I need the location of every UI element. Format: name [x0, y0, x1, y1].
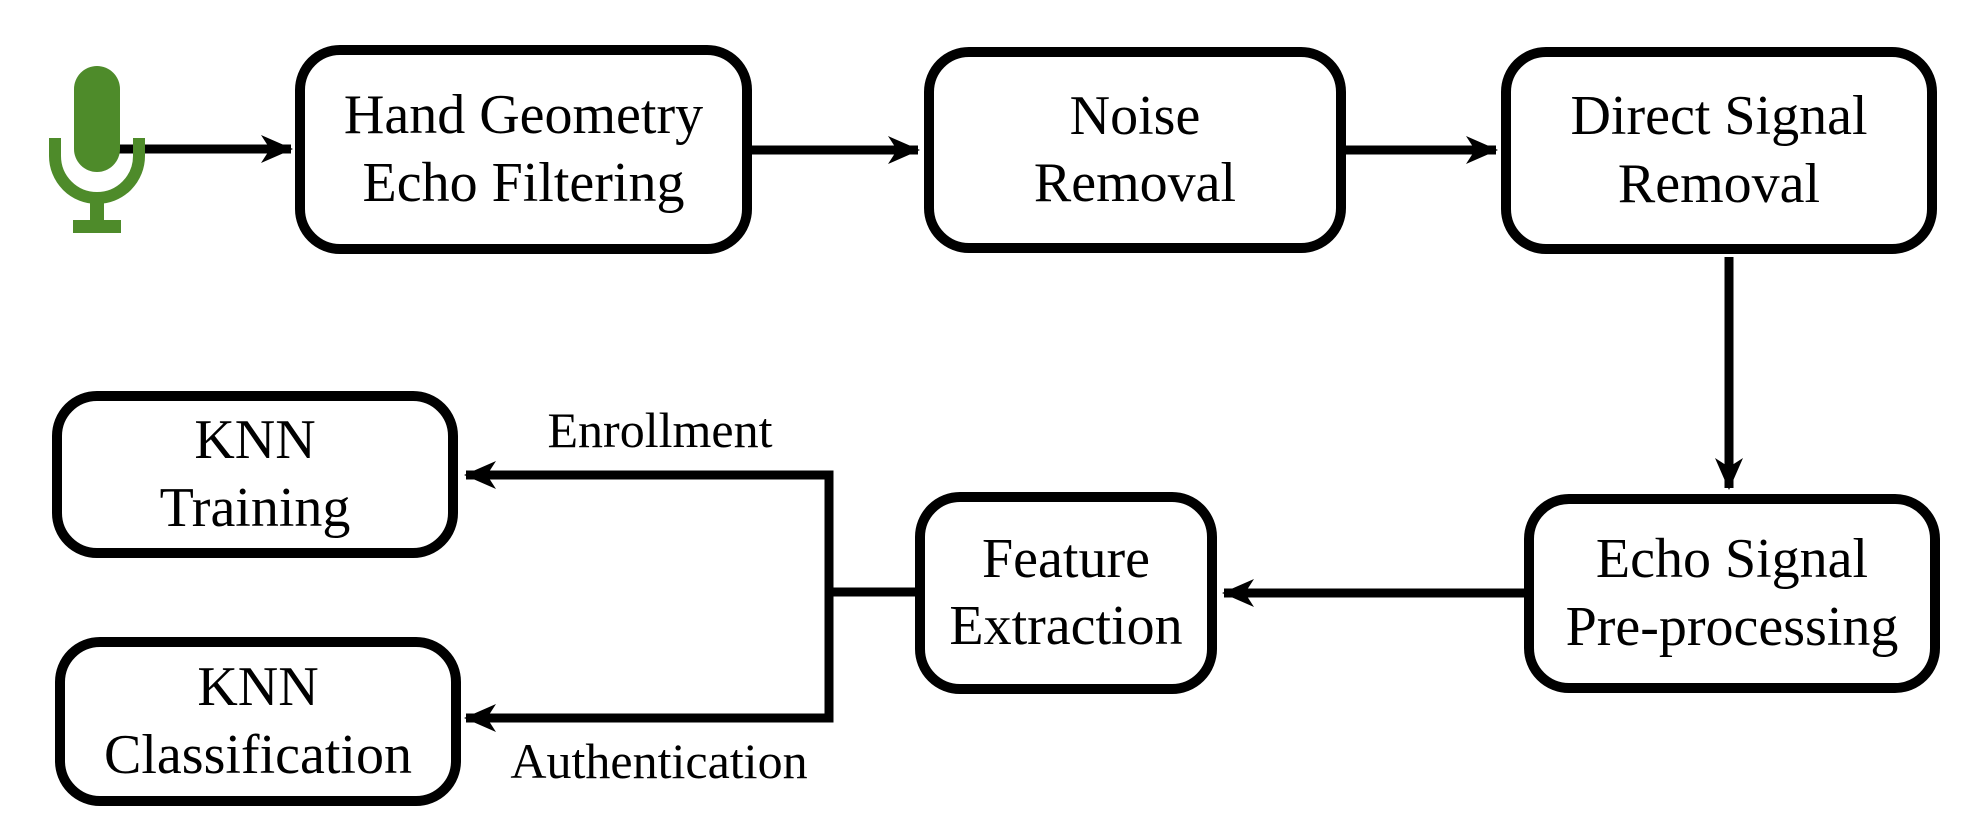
node-noise-removal: Noise Removal	[924, 47, 1346, 253]
node-label: KNN Training	[159, 409, 351, 539]
node-direct-signal-removal: Direct Signal Removal	[1501, 47, 1937, 254]
node-knn-training: KNN Training	[52, 391, 458, 558]
node-hand-geometry-echo-filtering: Hand Geometry Echo Filtering	[295, 45, 752, 254]
node-label: Noise Removal	[1033, 84, 1237, 214]
microphone-holder	[49, 138, 145, 204]
arrows-junction-to-knn-boxes	[464, 461, 834, 732]
microphone-base	[73, 220, 121, 233]
node-feature-extraction: Feature Extraction	[915, 492, 1217, 694]
edge-label-authentication: Authentication	[510, 733, 808, 789]
edge-label-enrollment: Enrollment	[547, 402, 773, 458]
node-knn-classification: KNN Classification	[55, 637, 461, 806]
microphone-icon	[49, 66, 145, 233]
microphone-capsule	[74, 66, 120, 172]
node-label: Direct Signal Removal	[1570, 85, 1868, 215]
node-label: Hand Geometry Echo Filtering	[343, 84, 704, 214]
node-label: Feature Extraction	[949, 527, 1183, 657]
node-label: Echo Signal Pre-processing	[1565, 528, 1899, 658]
node-echo-signal-preprocessing: Echo Signal Pre-processing	[1524, 494, 1940, 693]
microphone-stem	[90, 198, 104, 224]
node-label: KNN Classification	[104, 656, 412, 786]
